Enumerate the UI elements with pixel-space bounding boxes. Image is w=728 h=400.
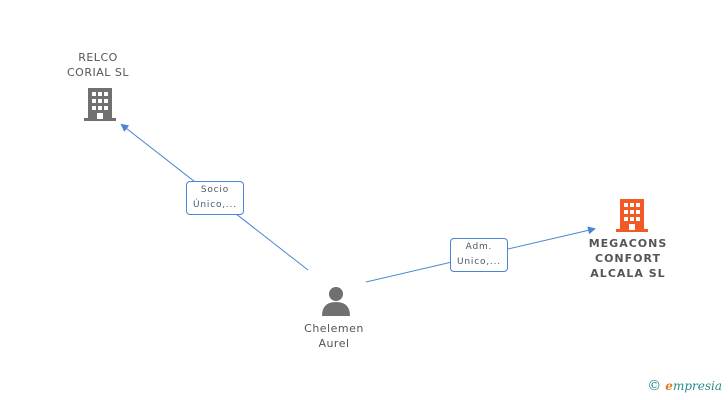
building-icon[interactable] — [84, 86, 116, 122]
company-label-megacons[interactable]: MEGACONS CONFORT ALCALA SL — [583, 236, 673, 281]
edge-label-line: Único,... — [193, 200, 237, 210]
company-name-line: CORIAL SL — [67, 66, 129, 79]
edge-label-line: Socio — [200, 185, 230, 195]
copyright-symbol: © — [647, 378, 662, 394]
person-icon[interactable] — [321, 286, 351, 316]
person-name-line: Aurel — [318, 337, 350, 350]
brand-initial: e — [665, 379, 673, 393]
company-name-line: RELCO — [78, 51, 118, 64]
company-name-line: CONFORT — [595, 252, 661, 265]
person-name-line: Chelemen — [304, 322, 364, 335]
edge-label-adm[interactable]: Adm. Unico,... — [450, 238, 508, 272]
company-name-line: MEGACONS — [588, 237, 668, 250]
edge-label-line: Unico,... — [457, 257, 501, 267]
edge-label-line: Adm. — [465, 242, 493, 252]
building-icon-highlighted[interactable] — [616, 197, 648, 233]
company-label-relco[interactable]: RELCO CORIAL SL — [58, 50, 138, 80]
person-label[interactable]: Chelemen Aurel — [294, 321, 374, 351]
edge-label-socio[interactable]: Socio Único,... — [186, 181, 244, 215]
brand-name: mpresia — [672, 379, 722, 393]
company-name-line: ALCALA SL — [590, 267, 666, 280]
